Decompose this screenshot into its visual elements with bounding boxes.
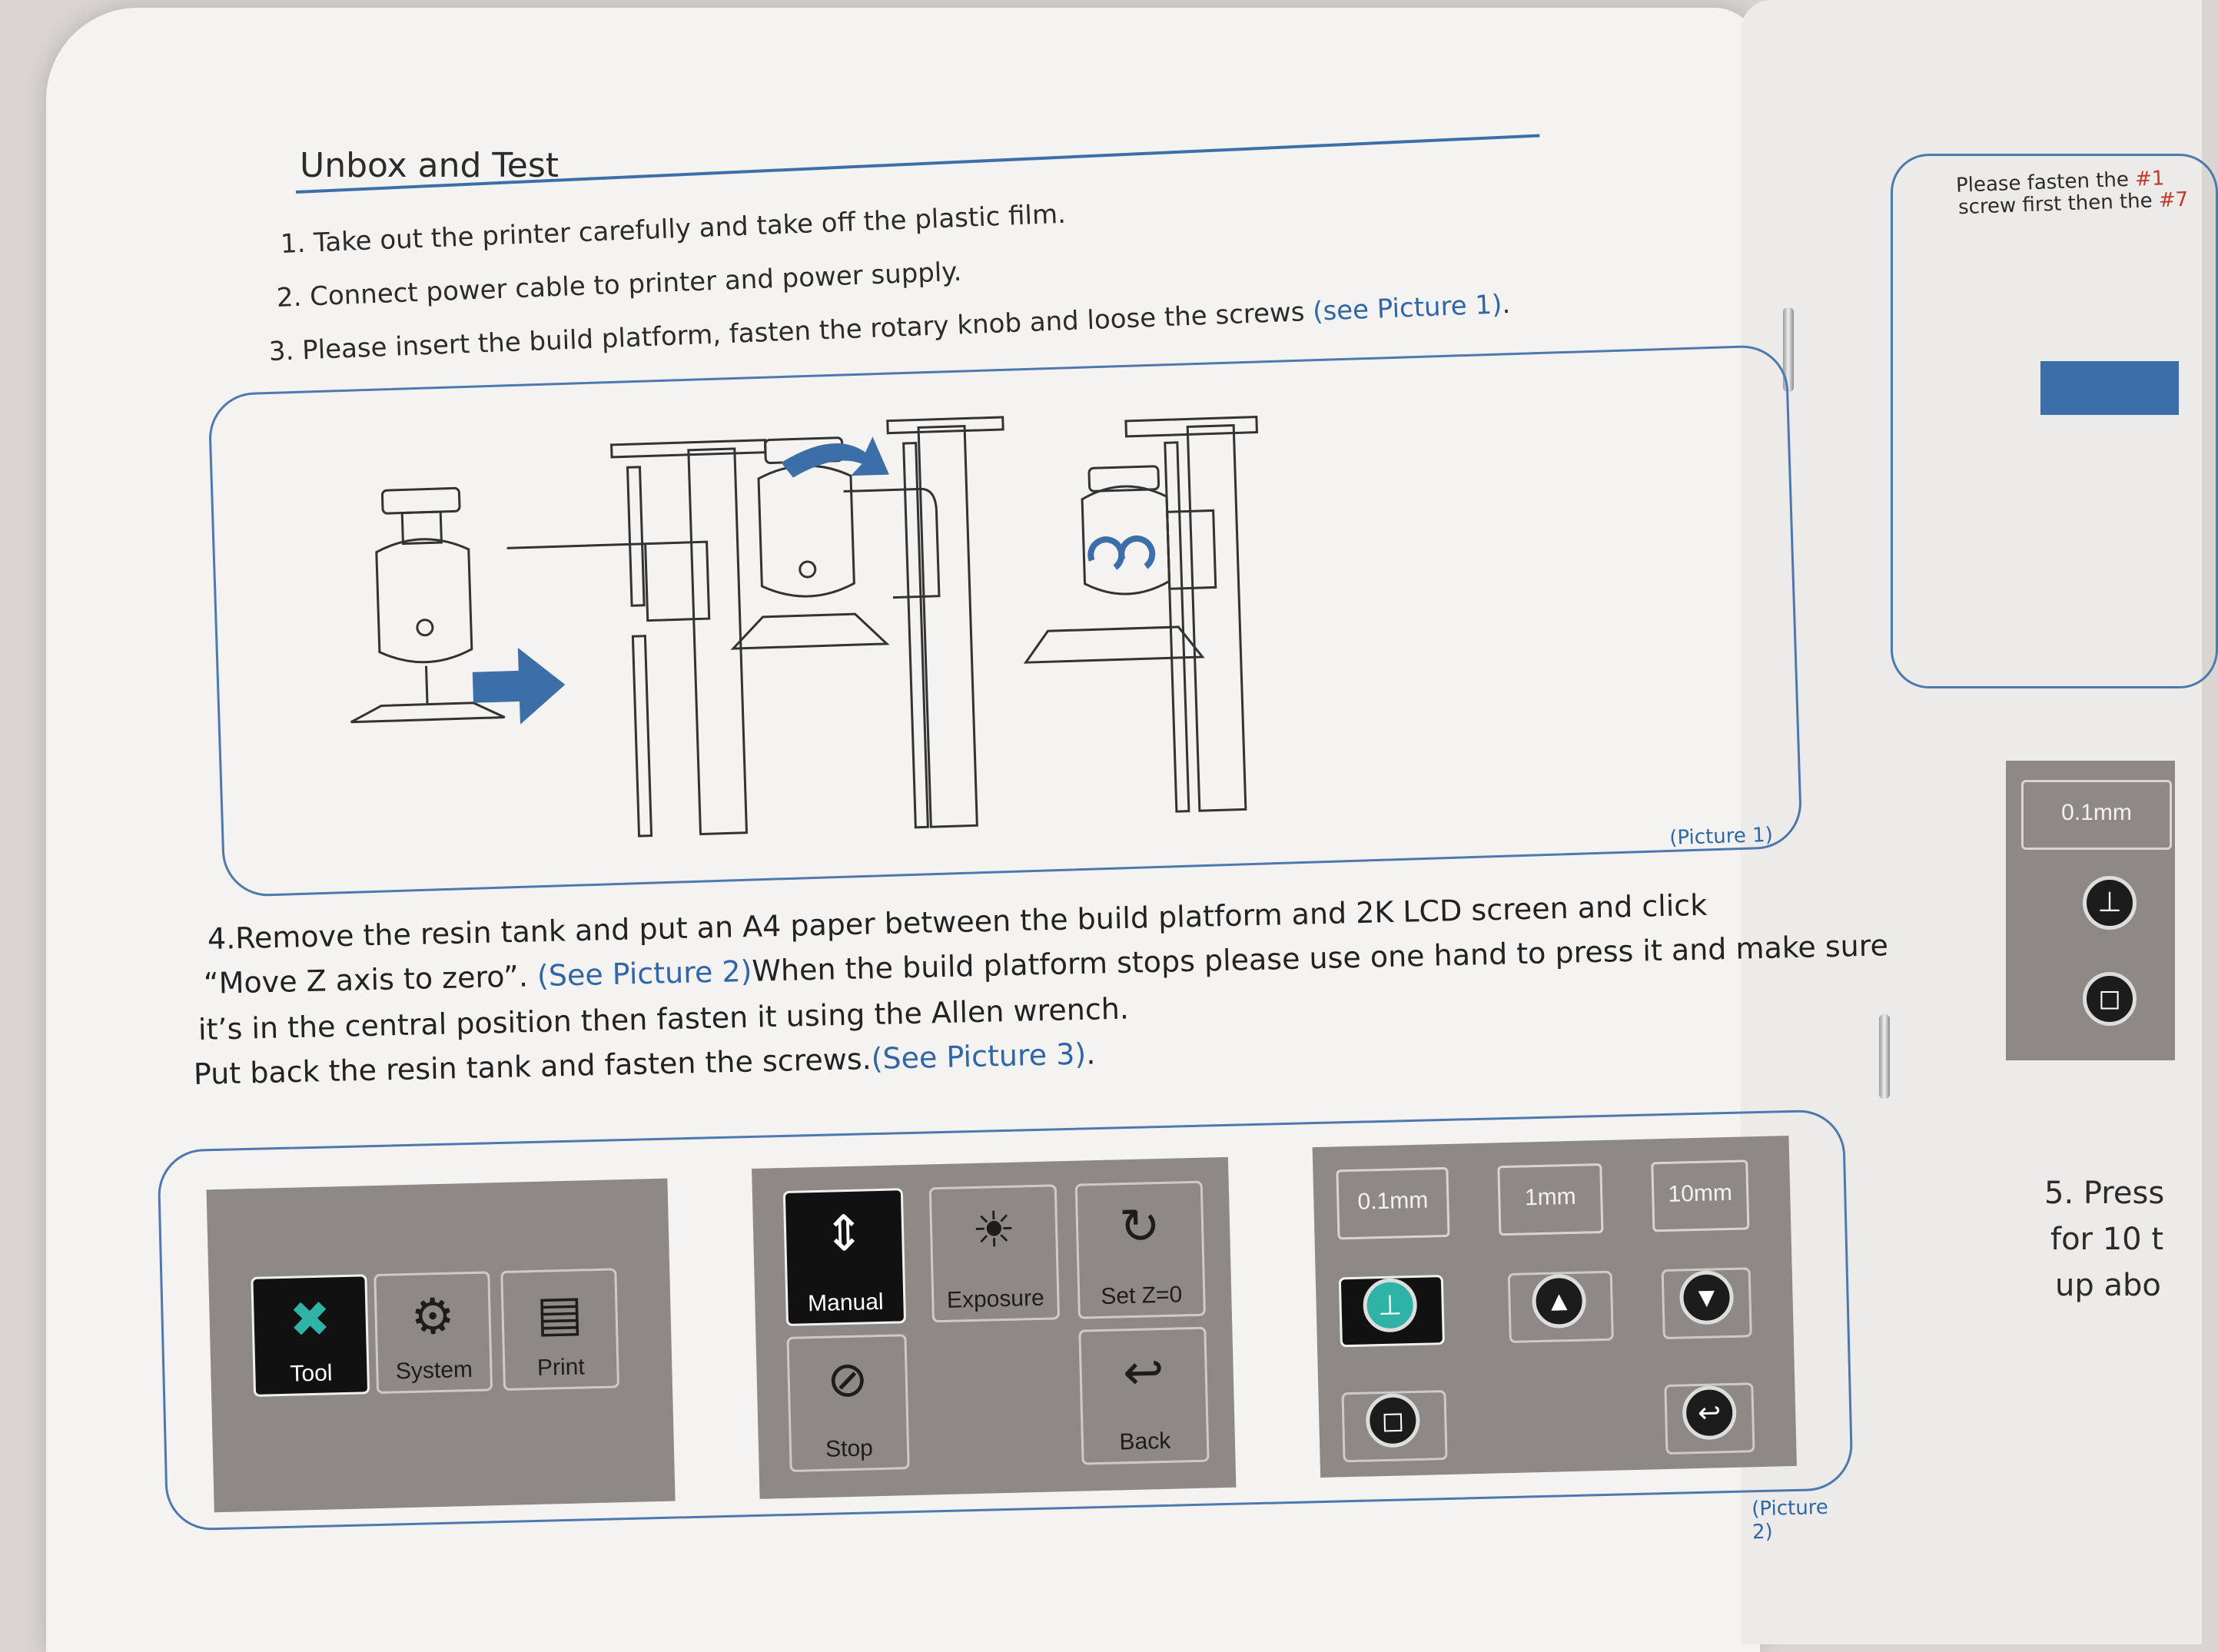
stop-icon: ⊘ xyxy=(826,1351,869,1408)
light-icon: ☀ xyxy=(971,1201,1017,1259)
picture2-link[interactable]: (See Picture 2) xyxy=(536,954,752,994)
move-down-button[interactable]: ▼ xyxy=(1661,1267,1752,1340)
tool-button[interactable]: ✖ Tool xyxy=(251,1274,370,1397)
stop-button[interactable]: ⊘ Stop xyxy=(786,1334,910,1472)
loosen-screws-icon xyxy=(1087,536,1156,570)
right-blue-bar xyxy=(2040,361,2179,415)
print-button[interactable]: ▤ Print xyxy=(500,1268,620,1391)
reset-icon: ↻ xyxy=(1118,1198,1161,1255)
picture1-illustration xyxy=(350,416,1258,838)
screen-manual-move: 0.1mm 1mm 10mm ⊥ ▲ ▼ ◻ ↩ xyxy=(1312,1136,1797,1478)
home-z-button[interactable]: ⊥ xyxy=(1338,1275,1445,1348)
printer-column-b xyxy=(886,416,1004,829)
up-arrow-icon: ▲ xyxy=(1531,1273,1587,1329)
step-0-1mm-button[interactable]: 0.1mm xyxy=(1336,1166,1450,1240)
section-title: Unbox and Test xyxy=(300,146,559,185)
picture2-frame: ✖ Tool ⚙ System ▤ Print ⇕ Manual ☀ Expos… xyxy=(157,1109,1854,1544)
screen-tool-menu: ⇕ Manual ☀ Exposure ↻ Set Z=0 ⊘ Stop ↩ B… xyxy=(752,1156,1237,1499)
right-home-icon: ⊥ xyxy=(2083,876,2137,930)
right-stop-icon: ◻ xyxy=(2083,972,2137,1026)
right-step5-line3: up abo xyxy=(2055,1268,2161,1303)
back-button[interactable]: ↩ Back xyxy=(1078,1326,1210,1465)
picture3-link[interactable]: (See Picture 3) xyxy=(871,1037,1087,1076)
step-10mm-button[interactable]: 10mm xyxy=(1651,1159,1750,1232)
right-arrow-icon xyxy=(472,647,566,725)
picture1-frame: (Picture 1) xyxy=(208,343,1803,898)
manual-button[interactable]: ⇕ Manual xyxy=(782,1188,907,1326)
step-1mm-button[interactable]: 1mm xyxy=(1497,1163,1604,1236)
rotate-arrow-icon xyxy=(781,436,889,478)
move-up-button[interactable]: ▲ xyxy=(1507,1270,1614,1343)
binder-clip-top xyxy=(1783,307,1794,392)
exposure-button[interactable]: ☀ Exposure xyxy=(928,1184,1061,1323)
home-icon: ⊥ xyxy=(1362,1277,1418,1333)
right-step-button[interactable]: 0.1mm xyxy=(2021,780,2172,850)
printer-column-a xyxy=(506,439,767,838)
stop-move-button[interactable]: ◻ xyxy=(1341,1390,1448,1463)
back-move-button[interactable]: ↩ xyxy=(1664,1382,1755,1455)
gears-icon: ⚙ xyxy=(410,1288,456,1345)
binder-clip-middle xyxy=(1879,1014,1890,1099)
screen-main-menu: ✖ Tool ⚙ System ▤ Print xyxy=(206,1178,676,1513)
up-down-icon: ⇕ xyxy=(822,1205,865,1262)
right-step5-line2: for 10 t xyxy=(2050,1222,2164,1257)
tools-icon: ✖ xyxy=(288,1291,331,1348)
picture2-caption: (Picture 2) xyxy=(1751,1495,1829,1544)
right-step5-line1: 5. Press xyxy=(2044,1176,2165,1211)
printer-icon: ▤ xyxy=(536,1285,584,1342)
system-button[interactable]: ⚙ System xyxy=(374,1271,493,1395)
back-icon: ↩ xyxy=(1682,1385,1738,1441)
picture1-caption: (Picture 1) xyxy=(1668,823,1774,850)
stop-square-icon: ◻ xyxy=(1365,1392,1421,1448)
down-arrow-icon: ▼ xyxy=(1678,1269,1735,1325)
platform-head-a xyxy=(350,486,506,724)
set-z-button[interactable]: ↻ Set Z=0 xyxy=(1074,1180,1206,1319)
right-note-frame xyxy=(1891,154,2218,688)
back-icon: ↩ xyxy=(1122,1343,1165,1401)
printer-column-c xyxy=(1124,416,1258,813)
